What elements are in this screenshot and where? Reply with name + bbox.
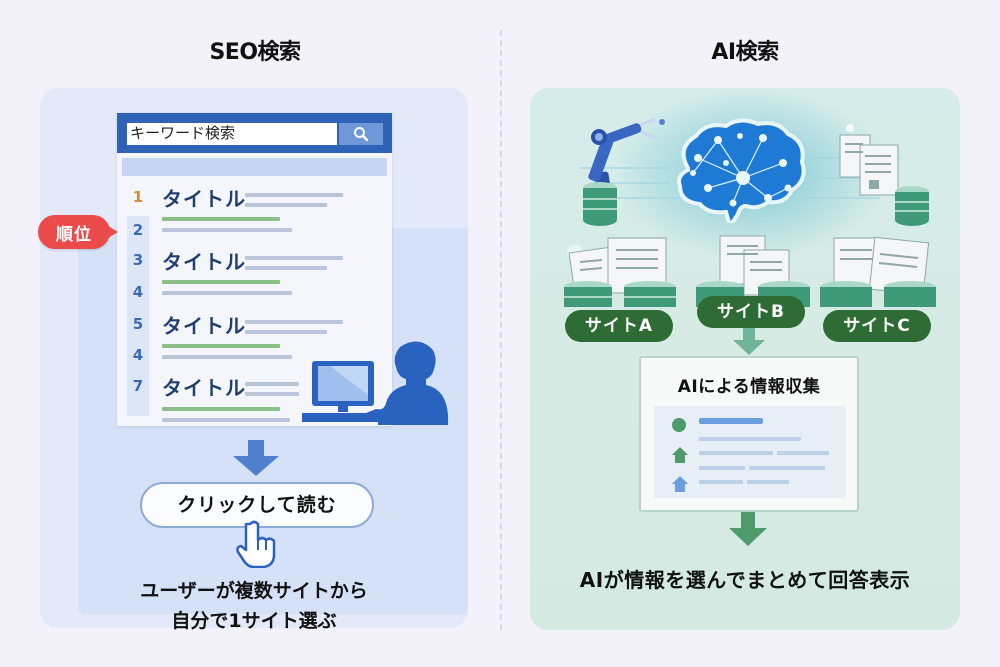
rank-column [127,216,149,416]
ai-brain-icon [677,118,806,223]
divider [500,30,502,630]
summary-line [747,480,789,484]
url-line [162,344,280,348]
ai-collection-title: AIによる情報収集 [677,377,821,397]
ai-collection-card: AIによる情報収集 [639,356,859,512]
documents-database-icon [839,134,929,226]
rank-number: 1 [132,188,144,206]
snippet-line [162,355,292,359]
snippet-line [245,382,299,386]
url-line [162,217,280,221]
rank-number: 2 [132,221,144,239]
snippet-line [245,320,343,324]
rank-number: 5 [132,315,144,333]
snippet-line [162,418,290,422]
site-c-data-icon [820,236,936,307]
home-icon [672,447,688,463]
result-title-link[interactable]: タイトル [162,187,246,211]
user-at-computer-icon [302,341,448,425]
url-line [162,407,280,411]
seo-caption-line2: 自分で1サイト選ぶ [171,610,337,632]
ai-caption: AIが情報を選んでまとめて回答表示 [579,568,911,592]
rank-number: 4 [132,346,144,364]
snippet-line [245,193,343,197]
summary-line [699,480,743,484]
result-title-link[interactable]: タイトル [162,314,246,338]
summary-line [749,466,825,470]
summary-line [699,437,801,441]
result-title-link[interactable]: タイトル [162,376,246,400]
snippet-line [245,203,327,207]
snippet-line [245,392,299,396]
url-line [162,280,280,284]
seo-section-title: SEO検索 [209,40,301,65]
snippet-line [162,228,292,232]
site-a-data-icon [564,237,676,307]
home-icon [672,476,688,492]
rank-badge: 順位 [38,215,118,249]
site-c-label: サイトC [823,310,931,342]
search-icon [354,127,369,142]
seo-caption: ユーザーが複数サイトから 自分で1サイト選ぶ [40,576,468,636]
hand-pointer-icon [236,520,276,568]
search-bar [117,113,392,153]
rank-number: 4 [132,283,144,301]
snippet-line [245,330,327,334]
summary-line [777,451,829,455]
circle-icon [672,418,686,432]
site-a-label: サイトA [565,310,673,342]
search-button[interactable] [339,123,383,145]
site-b-label: サイトB [697,296,805,328]
arrow-down-icon [233,440,279,476]
arrow-down-icon [729,512,767,546]
arrow-down-icon [733,328,765,355]
database-icon [583,182,617,226]
rank-number: 7 [132,377,144,395]
summary-line [699,451,773,455]
ai-collection-summary [654,406,846,498]
snippet-line [162,291,292,295]
summary-heading-line [699,418,763,424]
ai-section-title: AI検索 [711,40,779,65]
snippet-line [245,266,327,270]
rank-number: 3 [132,251,144,269]
summary-line [699,466,745,470]
seo-caption-line1: ユーザーが複数サイトから [140,580,368,602]
result-title-link[interactable]: タイトル [162,250,246,274]
results-header-bar [122,158,387,176]
snippet-line [245,256,343,260]
click-to-read-button[interactable]: クリックして読む [140,482,374,528]
search-input[interactable] [127,123,337,145]
